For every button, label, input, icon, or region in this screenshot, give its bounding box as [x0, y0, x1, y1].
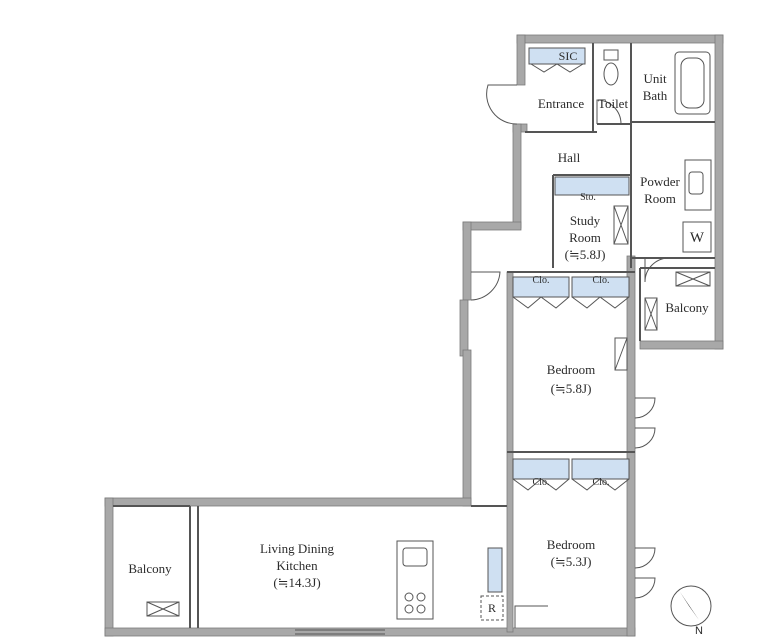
- study-room-area: (≒5.8J): [564, 247, 606, 262]
- study-room-label-1: Study: [569, 213, 601, 228]
- powder-room-label-2: Room: [644, 191, 676, 206]
- hall-label: Hall: [557, 150, 581, 165]
- refrigerator-label: R: [487, 601, 496, 615]
- balcony-east-label: Balcony: [665, 300, 709, 315]
- toilet-label: Toilet: [597, 96, 629, 111]
- ldk-area: (≒14.3J): [273, 575, 321, 590]
- closet-label-lower-right: Clo.: [592, 477, 610, 488]
- washer-label: W: [689, 230, 705, 246]
- ldk-label-2: Kitchen: [276, 558, 318, 573]
- ldk-label-1: Living Dining: [259, 541, 335, 556]
- interior-walls: [113, 43, 715, 628]
- study-room-label-2: Room: [569, 230, 601, 245]
- bedroom-lower-area: (≒5.3J): [550, 554, 592, 569]
- unit-bath-label-1: Unit: [643, 71, 667, 86]
- sic-label: SIC: [558, 49, 578, 63]
- closet-label-upper-right: Clo.: [592, 275, 610, 286]
- closet-label-upper-left: Clo.: [532, 275, 550, 286]
- bedroom-upper-label: Bedroom: [546, 362, 596, 377]
- storage-fills: [487, 47, 630, 593]
- powder-room-label-1: Powder: [640, 174, 680, 189]
- door-swings: [470, 63, 670, 628]
- compass-north-label: N: [695, 625, 703, 637]
- balcony-west-label: Balcony: [128, 561, 172, 576]
- storage-label: Sto.: [580, 192, 596, 203]
- entrance-label: Entrance: [537, 96, 585, 111]
- bedroom-lower-label: Bedroom: [546, 537, 596, 552]
- bedroom-upper-area: (≒5.8J): [550, 381, 592, 396]
- closet-label-lower-left: Clo.: [532, 477, 550, 488]
- fixtures: [146, 49, 712, 635]
- compass-icon: [670, 585, 712, 627]
- unit-bath-label-2: Bath: [642, 88, 668, 103]
